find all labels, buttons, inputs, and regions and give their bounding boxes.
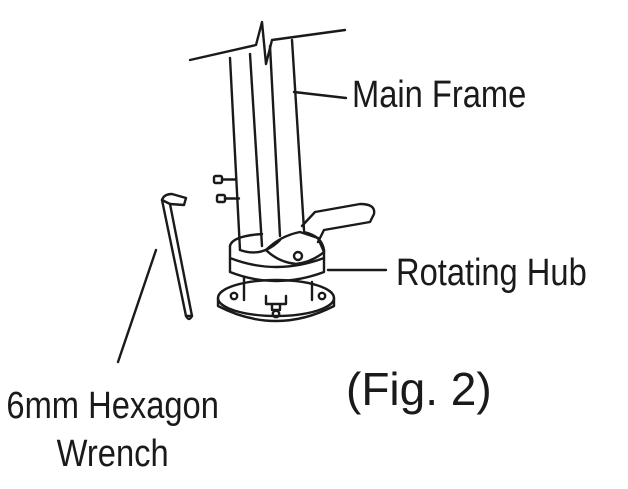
rotating-hub-label: Rotating Hub <box>396 252 587 294</box>
main-frame <box>188 20 347 254</box>
frame-left-edge <box>228 56 242 252</box>
hexagon-wrench-label-line1: 6mm Hexagon <box>6 385 219 427</box>
lever-body <box>264 230 326 266</box>
main-frame-leader <box>292 90 348 100</box>
base-screw-1 <box>229 291 239 301</box>
frame-screws <box>212 174 241 204</box>
frame-front-right-edge <box>268 44 282 238</box>
wrench-short-arm <box>160 192 188 207</box>
hexagon-wrench-label: 6mm Hexagon Wrench <box>0 382 225 478</box>
hexagon-wrench-label-line2: Wrench <box>56 433 169 475</box>
wrench-leader <box>116 248 158 364</box>
base-screw-3 <box>271 309 281 319</box>
frame-front-left-edge <box>248 52 264 248</box>
base-screw-2 <box>317 291 327 301</box>
rotating-hub <box>216 230 336 323</box>
lever-arm <box>300 202 376 244</box>
frame-break-line <box>188 20 347 66</box>
hub-collar-upper <box>228 244 326 269</box>
frame-bottom-curve <box>238 238 282 254</box>
figure-caption: (Fig. 2) <box>346 363 492 415</box>
hub-notch <box>264 294 288 312</box>
lever-bolt <box>292 250 304 262</box>
locking-lever <box>264 202 376 266</box>
hexagon-wrench <box>160 192 194 321</box>
wrench-tip <box>184 314 194 321</box>
frame-right-edge <box>290 38 306 232</box>
hub-top-rim <box>228 230 326 252</box>
main-frame-label: Main Frame <box>352 74 527 116</box>
hub-base-plate-side <box>216 296 336 323</box>
wrench-long-arm <box>160 198 194 318</box>
